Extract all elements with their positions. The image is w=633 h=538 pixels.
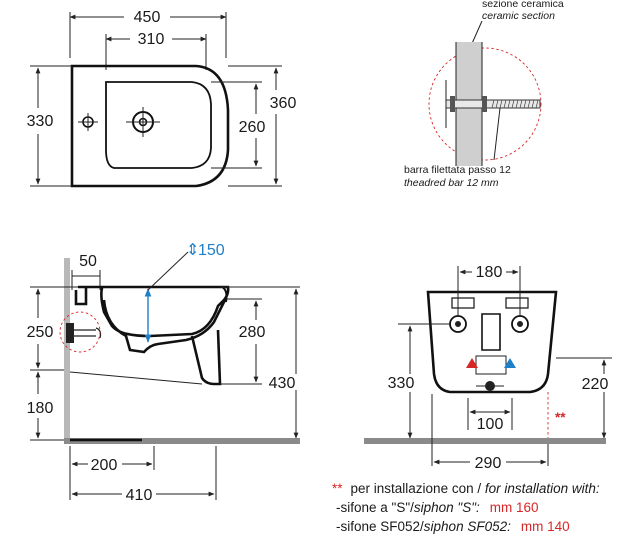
dim-fixing-spacing: 180: [476, 264, 503, 281]
dim-outlet-height: 220: [582, 376, 609, 393]
note-line-1: ** per installazione con / for installat…: [332, 480, 600, 497]
rear-view: 180 330 220 ** 100 290: [364, 264, 612, 472]
bar-detail: sezione ceramica ceramic section barra f…: [404, 0, 564, 189]
rear-marker: **: [555, 410, 566, 425]
dim-projection: 410: [126, 487, 153, 504]
dim-bowl-depth: 260: [239, 119, 266, 136]
dim-rim-height: 280: [239, 324, 266, 341]
dim-inlet-height: 250: [27, 324, 54, 341]
dim-depth-side: 360: [270, 95, 297, 112]
bar-label-en: theadred bar 12 mm: [404, 177, 499, 189]
bar-label-it: barra filettata passo 12: [404, 164, 511, 176]
dim-outlet-spacing: 100: [477, 416, 504, 433]
dim-total-height: 430: [269, 375, 296, 392]
dim-width-total: 450: [134, 9, 161, 26]
dim-width-bowl: 310: [138, 31, 165, 48]
dim-offset-top: 50: [79, 253, 97, 270]
dim-rear-height: 330: [388, 375, 415, 392]
installation-notes: ** per installazione con / for installat…: [332, 480, 600, 535]
dim-adjust-range: 150: [198, 242, 225, 259]
note-line-2: -sifone a "S"/siphon "S": mm 160: [336, 499, 539, 516]
dim-base-width: 290: [475, 455, 502, 472]
section-label-en: ceramic section: [482, 10, 555, 22]
note-line-3: -sifone SF052/siphon SF052: mm 140: [336, 518, 570, 535]
dim-depth-total: 330: [27, 113, 54, 130]
adjust-range-icon: ⇕: [186, 242, 199, 259]
top-view: 450 310 330 360 260: [27, 9, 297, 188]
dim-wall-to-drain: 200: [91, 457, 118, 474]
note-marker: **: [332, 481, 343, 496]
section-label-it: sezione ceramica: [482, 0, 564, 10]
side-view: 50 ⇕ 150 250 180 280 4: [27, 242, 300, 504]
dim-floor-height: 180: [27, 400, 54, 417]
